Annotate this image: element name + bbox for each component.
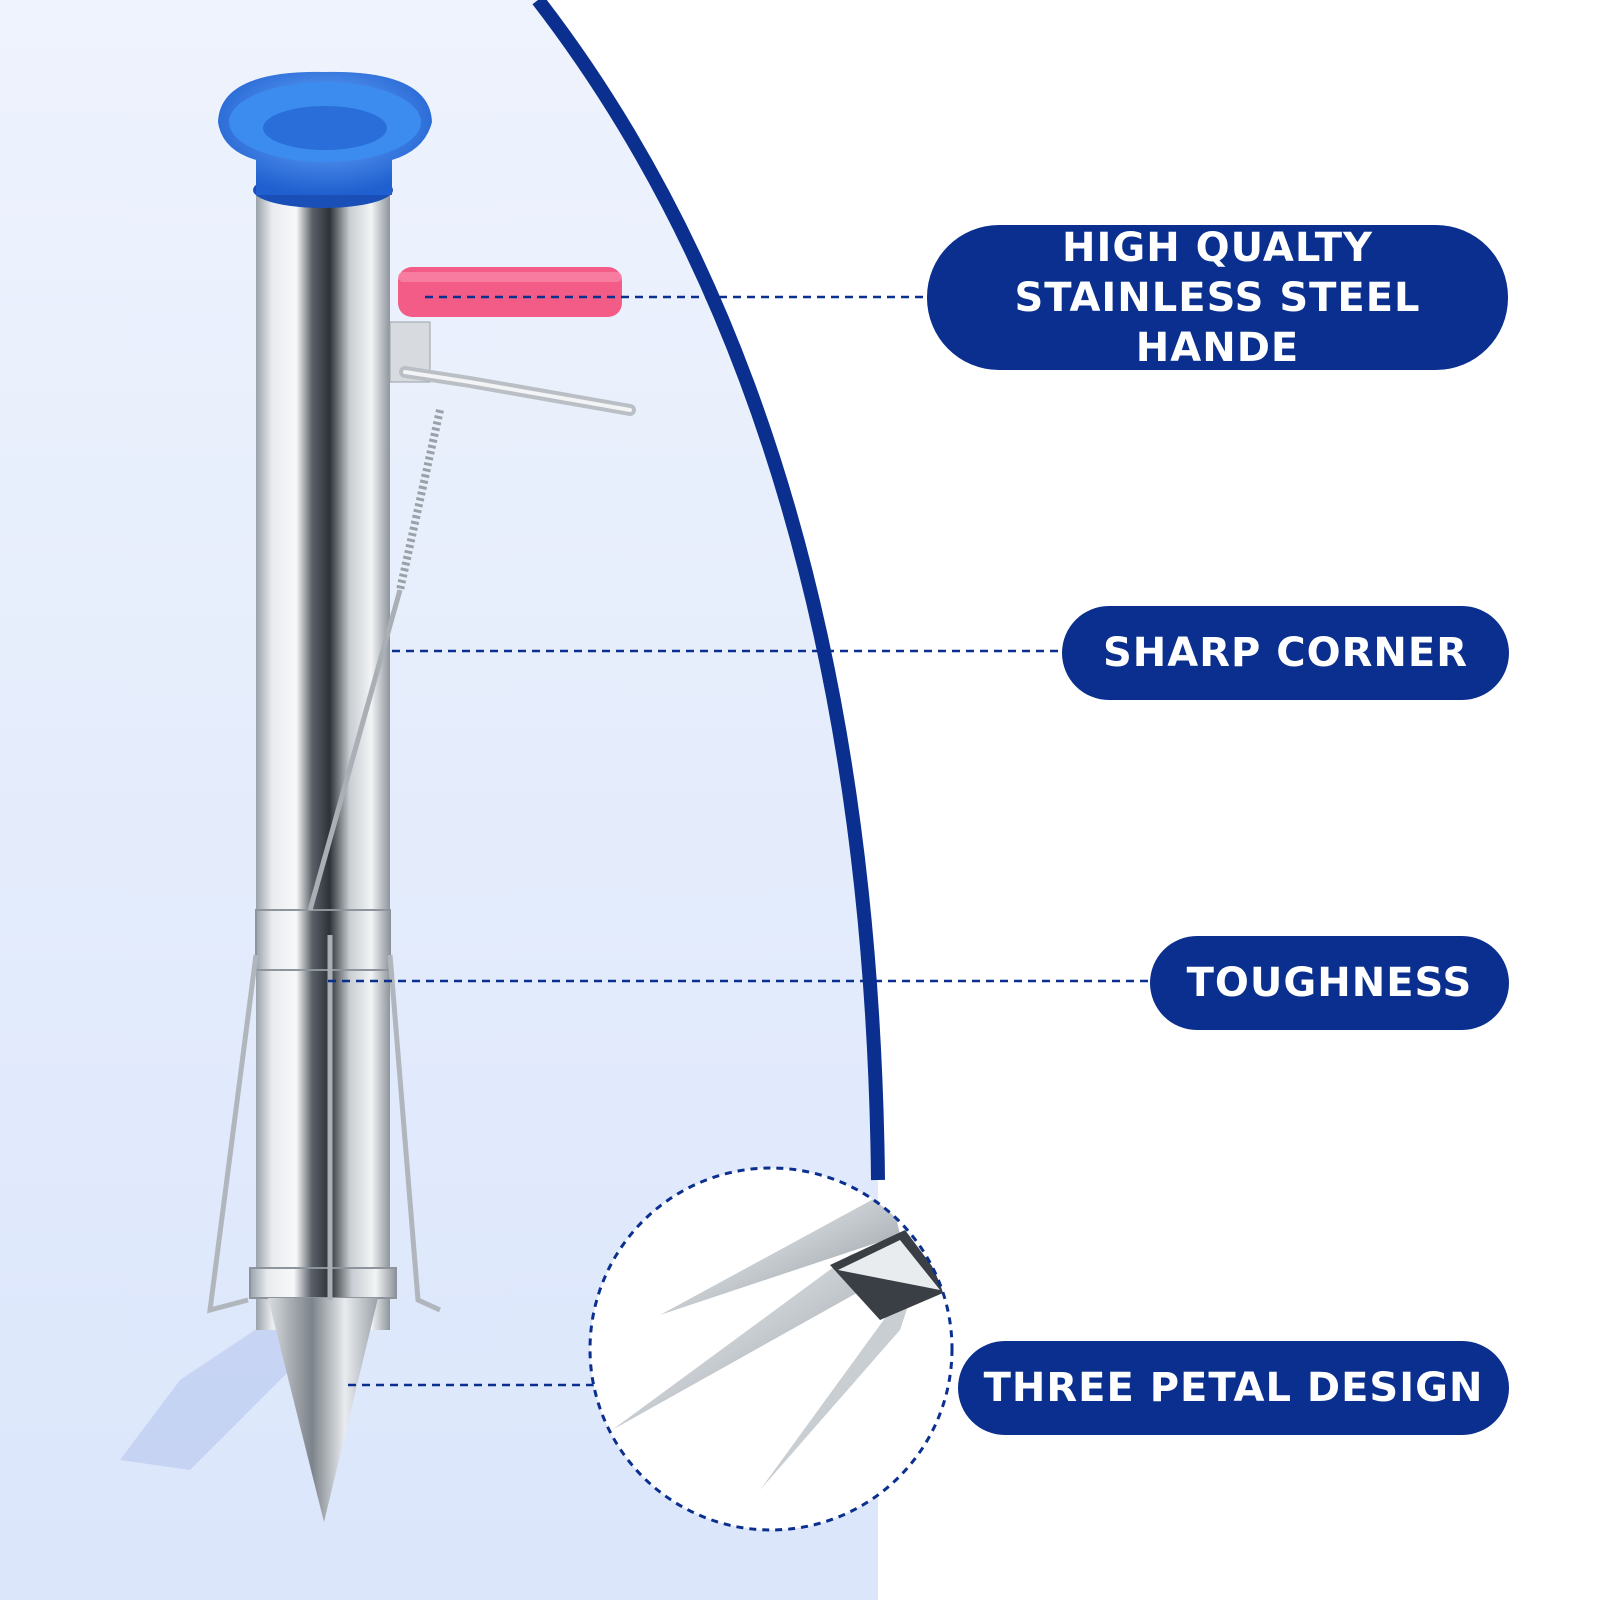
planter-shadow: [120, 1300, 330, 1470]
callout-toughness-text: TOUGHNESS: [1186, 960, 1473, 1006]
zoom-circle-border: [588, 1166, 954, 1532]
wire-frame: [207, 954, 442, 1314]
cone-tip: [268, 1298, 378, 1522]
callout-three-petal: THREE PETAL DESIGN: [958, 1341, 1509, 1435]
petal-closeup: [612, 1190, 950, 1490]
callout-stainless-handle-text: HIGH QUALTY STAINLESS STEEL HANDE: [1014, 224, 1421, 371]
spring: [396, 409, 444, 591]
callout-stainless-handle: HIGH QUALTY STAINLESS STEEL HANDE: [927, 224, 1508, 371]
callout-toughness: TOUGHNESS: [1150, 936, 1509, 1030]
callout-three-petal-text: THREE PETAL DESIGN: [983, 1365, 1484, 1411]
push-rod: [307, 589, 403, 911]
navy-arc: [532, 0, 885, 1181]
leader-lines: [328, 295, 1150, 1387]
background-panel: [0, 0, 878, 1600]
callout-sharp-corner: SHARP CORNER: [1062, 606, 1509, 700]
callout-sharp-corner-text: SHARP CORNER: [1102, 630, 1469, 676]
planter-tube: [256, 180, 390, 1330]
